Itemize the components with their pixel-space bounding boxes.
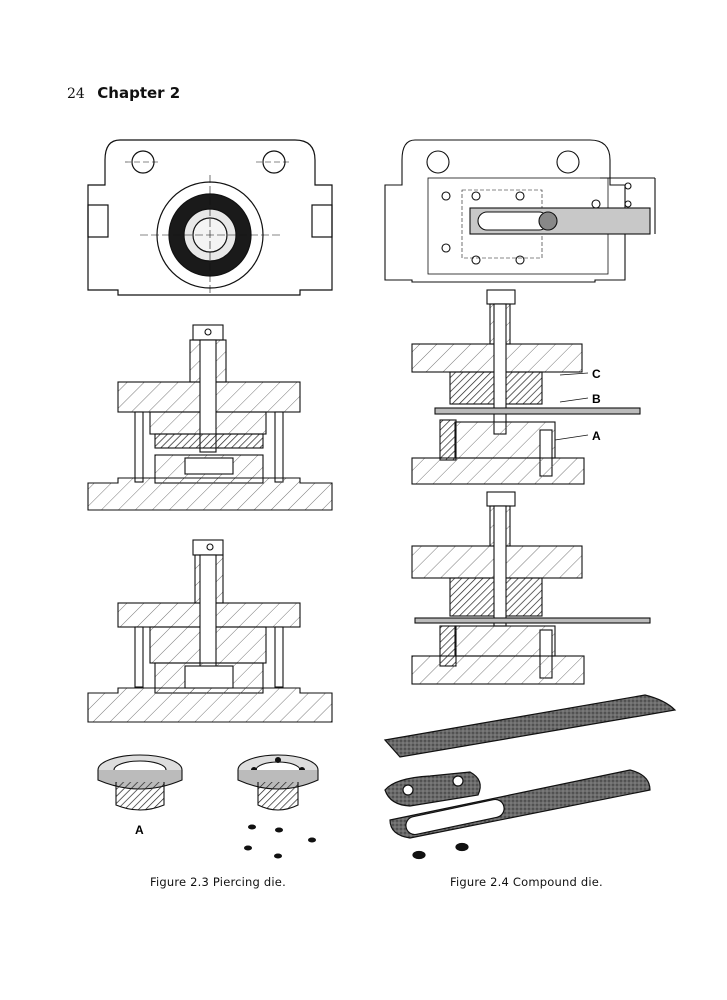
- piercing-punch-ring-a: [97, 754, 183, 811]
- page-header: 24 Chapter 2: [67, 84, 180, 102]
- compound-die-section-open: [411, 289, 641, 485]
- compound-die-plan-view: [384, 139, 656, 283]
- page-number: 24: [67, 86, 85, 102]
- piercing-die-ring: [237, 754, 319, 811]
- pierced-slugs: [244, 824, 316, 859]
- label-c: C: [592, 367, 601, 381]
- compound-die-section-closed: [411, 491, 651, 685]
- figure-2-4-caption: Figure 2.4 Compound die.: [450, 875, 603, 889]
- piercing-die-plan-view: [87, 139, 333, 296]
- piercing-die-section-open: [87, 324, 333, 511]
- label-a-compound: A: [592, 429, 601, 443]
- label-b: B: [592, 392, 601, 406]
- piercing-die-section-closed: [87, 539, 333, 723]
- chapter-title: Chapter 2: [97, 84, 181, 102]
- label-a-piercing: A: [135, 823, 144, 837]
- compound-die-strip-parts: [383, 694, 677, 860]
- figure-2-3-caption: Figure 2.3 Piercing die.: [150, 875, 286, 889]
